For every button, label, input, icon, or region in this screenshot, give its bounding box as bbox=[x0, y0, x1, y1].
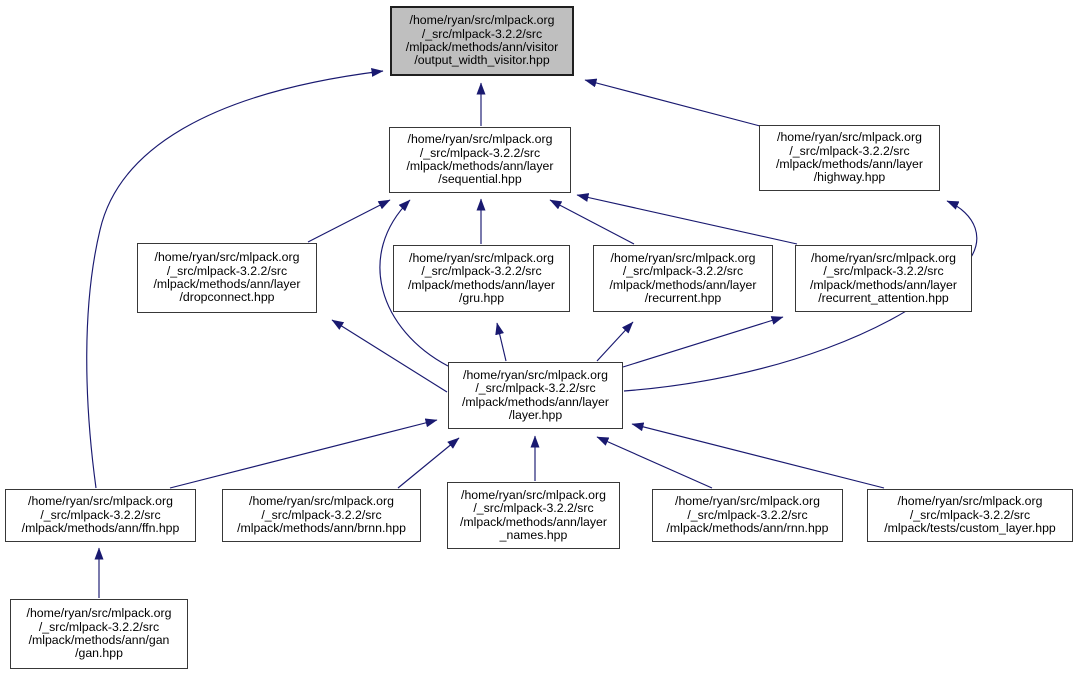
node-label-line: /recurrent_attention.hpp bbox=[818, 290, 949, 305]
node-label-line: /_src/mlpack-3.2.2/src bbox=[622, 264, 744, 279]
node-label-line: /_src/mlpack-3.2.2/src bbox=[475, 381, 596, 396]
graph-node-layer_names[interactable]: /home/ryan/src/mlpack.org/_src/mlpack-3.… bbox=[447, 482, 620, 549]
node-label-line: /_src/mlpack-3.2.2/src bbox=[40, 507, 161, 522]
node-label-line: /home/ryan/src/mlpack.org bbox=[610, 250, 756, 265]
node-label-line: /home/ryan/src/mlpack.org bbox=[28, 494, 173, 509]
node-label-line: /mlpack/methods/ann/rnn.hpp bbox=[666, 521, 829, 536]
node-label-line: /home/ryan/src/mlpack.org bbox=[154, 250, 300, 265]
edge-custom_layer-to-layer bbox=[631, 422, 885, 489]
node-label-line: /mlpack/methods/ann/layer bbox=[462, 394, 609, 409]
node-label-line: /home/ryan/src/mlpack.org bbox=[461, 487, 606, 502]
node-label-line: /mlpack/methods/ann/layer bbox=[810, 277, 957, 292]
node-label-line: /home/ryan/src/mlpack.org bbox=[897, 494, 1043, 509]
graph-node-rnn[interactable]: /home/ryan/src/mlpack.org/_src/mlpack-3.… bbox=[652, 489, 843, 542]
edge-layer-to-dropconnect bbox=[331, 319, 448, 393]
node-label-line: /home/ryan/src/mlpack.org bbox=[777, 130, 922, 145]
node-label-line: /home/ryan/src/mlpack.org bbox=[407, 132, 553, 147]
node-label-line: /home/ryan/src/mlpack.org bbox=[675, 494, 820, 509]
edge-layer-to-sequential bbox=[379, 199, 449, 367]
node-label-line: /_src/mlpack-3.2.2/src bbox=[261, 507, 382, 522]
node-label-line: /recurrent.hpp bbox=[644, 290, 722, 305]
graph-node-gru[interactable]: /home/ryan/src/mlpack.org/_src/mlpack-3.… bbox=[393, 245, 570, 312]
graph-node-ffn[interactable]: /home/ryan/src/mlpack.org/_src/mlpack-3.… bbox=[5, 489, 196, 542]
node-label-line: /sequential.hpp bbox=[438, 172, 522, 187]
node-label-line: /home/ryan/src/mlpack.org bbox=[409, 13, 555, 28]
edge-ffn-to-layer bbox=[169, 418, 438, 489]
edge-recurrent-to-sequential bbox=[549, 199, 635, 245]
node-label-line: /_src/mlpack-3.2.2/src bbox=[789, 143, 910, 158]
edge-dropconnect-to-sequential bbox=[307, 199, 391, 243]
node-label-line: /_src/mlpack-3.2.2/src bbox=[909, 507, 1031, 522]
node-label-line: /home/ryan/src/mlpack.org bbox=[463, 367, 608, 382]
edge-layer-to-recurrent_attention bbox=[622, 316, 784, 368]
node-label-line: /_src/mlpack-3.2.2/src bbox=[823, 264, 944, 279]
node-label-line: /mlpack/methods/ann/layer bbox=[153, 277, 301, 291]
graph-node-gan[interactable]: /home/ryan/src/mlpack.org/_src/mlpack-3.… bbox=[10, 599, 188, 669]
edge-ffn-to-output_width_visitor bbox=[86, 67, 384, 489]
graph-node-recurrent[interactable]: /home/ryan/src/mlpack.org/_src/mlpack-3.… bbox=[593, 245, 773, 312]
graph-node-dropconnect[interactable]: /home/ryan/src/mlpack.org/_src/mlpack-3.… bbox=[137, 243, 317, 313]
node-label-line: /home/ryan/src/mlpack.org bbox=[811, 250, 956, 265]
node-label-line: /mlpack/methods/ann/layer bbox=[776, 157, 923, 171]
graph-node-recurrent_attention[interactable]: /home/ryan/src/mlpack.org/_src/mlpack-3.… bbox=[795, 245, 972, 312]
node-label-line: /home/ryan/src/mlpack.org bbox=[409, 250, 554, 265]
node-label-line: /home/ryan/src/mlpack.org bbox=[26, 606, 172, 621]
node-label-line: /mlpack/methods/ann/layer bbox=[460, 514, 607, 529]
node-label-line: /dropconnect.hpp bbox=[179, 290, 275, 305]
edge-recurrent_attention-to-sequential bbox=[576, 193, 798, 245]
node-label-line: _names.hpp bbox=[499, 527, 568, 542]
node-label-line: /mlpack/methods/ann/visitor bbox=[405, 40, 559, 54]
graph-node-layer[interactable]: /home/ryan/src/mlpack.org/_src/mlpack-3.… bbox=[448, 362, 623, 429]
graph-node-highway[interactable]: /home/ryan/src/mlpack.org/_src/mlpack-3.… bbox=[759, 125, 940, 191]
node-label-line: /mlpack/methods/ann/gan bbox=[28, 633, 170, 647]
node-label-line: /gru.hpp bbox=[458, 290, 505, 305]
node-label-line: /mlpack/methods/ann/layer bbox=[609, 277, 757, 292]
node-label-line: /mlpack/methods/ann/layer bbox=[406, 159, 554, 173]
node-label-line: /gan.hpp bbox=[75, 646, 123, 661]
node-label-line: /_src/mlpack-3.2.2/src bbox=[473, 501, 594, 516]
node-label-line: /_src/mlpack-3.2.2/src bbox=[166, 263, 288, 278]
node-label-line: /mlpack/methods/ann/brnn.hpp bbox=[237, 521, 406, 536]
node-label-line: /_src/mlpack-3.2.2/src bbox=[419, 145, 541, 160]
edge-highway-to-output_width_visitor bbox=[584, 78, 761, 127]
node-label-line: /_src/mlpack-3.2.2/src bbox=[38, 619, 160, 634]
node-label-line: /home/ryan/src/mlpack.org bbox=[249, 494, 394, 509]
edge-layer-to-recurrent bbox=[596, 321, 634, 362]
graph-node-custom_layer[interactable]: /home/ryan/src/mlpack.org/_src/mlpack-3.… bbox=[867, 489, 1073, 542]
edge-rnn-to-layer bbox=[596, 436, 713, 489]
node-label-line: /mlpack/methods/ann/layer bbox=[408, 277, 555, 292]
node-label-line: /output_width_visitor.hpp bbox=[414, 53, 550, 68]
node-label-line: /_src/mlpack-3.2.2/src bbox=[421, 264, 542, 279]
node-label-line: /layer.hpp bbox=[508, 407, 563, 422]
edge-brnn-to-layer bbox=[397, 437, 460, 489]
node-label-line: /mlpack/methods/ann/ffn.hpp bbox=[21, 521, 180, 536]
graph-node-brnn[interactable]: /home/ryan/src/mlpack.org/_src/mlpack-3.… bbox=[222, 489, 421, 542]
edge-layer-to-gru bbox=[495, 322, 507, 362]
node-label-line: /mlpack/tests/custom_layer.hpp bbox=[884, 521, 1056, 536]
graph-node-output_width_visitor[interactable]: /home/ryan/src/mlpack.org/_src/mlpack-3.… bbox=[390, 6, 574, 76]
graph-node-sequential[interactable]: /home/ryan/src/mlpack.org/_src/mlpack-3.… bbox=[389, 127, 571, 193]
node-label-line: /_src/mlpack-3.2.2/src bbox=[687, 507, 808, 522]
node-label-line: /highway.hpp bbox=[813, 170, 886, 185]
node-label-line: /_src/mlpack-3.2.2/src bbox=[421, 26, 543, 41]
